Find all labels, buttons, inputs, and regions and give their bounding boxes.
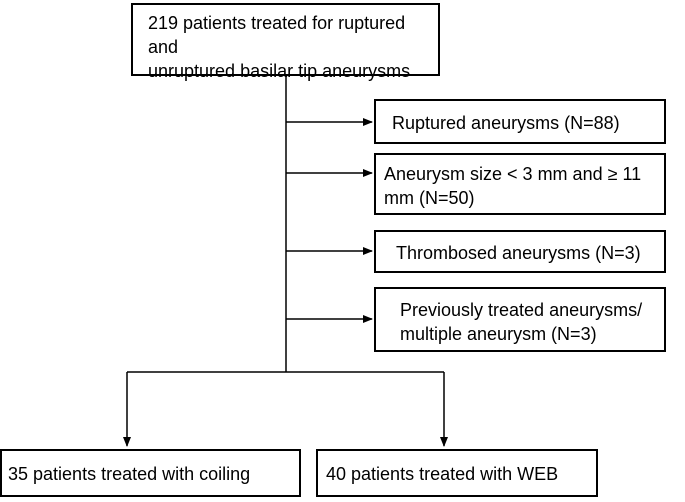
top-box-line-1: 219 patients treated for ruptured and xyxy=(148,13,406,57)
top-box-line-2: unruptured basilar tip aneurysms xyxy=(148,61,411,81)
exclusion-box-2-line-1: Aneurysm size < 3 mm and ≥ 11 xyxy=(384,164,642,184)
outcome-box-web-label: 40 patients treated with WEB xyxy=(326,464,559,484)
outcome-box-coiling: 35 patients treated with coiling xyxy=(0,449,301,497)
outcome-box-coiling-label: 35 patients treated with coiling xyxy=(8,464,251,484)
exclusion-box-4: Previously treated aneurysms/ multiple a… xyxy=(374,287,666,352)
top-box: 219 patients treated for ruptured and un… xyxy=(131,3,440,81)
exclusion-box-3: Thrombosed aneurysms (N=3) xyxy=(374,230,666,273)
exclusion-box-4-line-1: Previously treated aneurysms/ xyxy=(400,300,643,320)
exclusion-box-2-line-2: mm (N=50) xyxy=(384,188,475,208)
exclusion-box-1: Ruptured aneurysms (N=88) xyxy=(374,99,666,144)
exclusion-box-1-line-1: Ruptured aneurysms (N=88) xyxy=(392,113,620,133)
outcome-box-web: 40 patients treated with WEB xyxy=(316,449,598,497)
exclusion-box-4-line-2: multiple aneurysm (N=3) xyxy=(400,324,597,344)
exclusion-box-3-line-1: Thrombosed aneurysms (N=3) xyxy=(396,243,641,263)
exclusion-box-2: Aneurysm size < 3 mm and ≥ 11 mm (N=50) xyxy=(374,153,666,215)
